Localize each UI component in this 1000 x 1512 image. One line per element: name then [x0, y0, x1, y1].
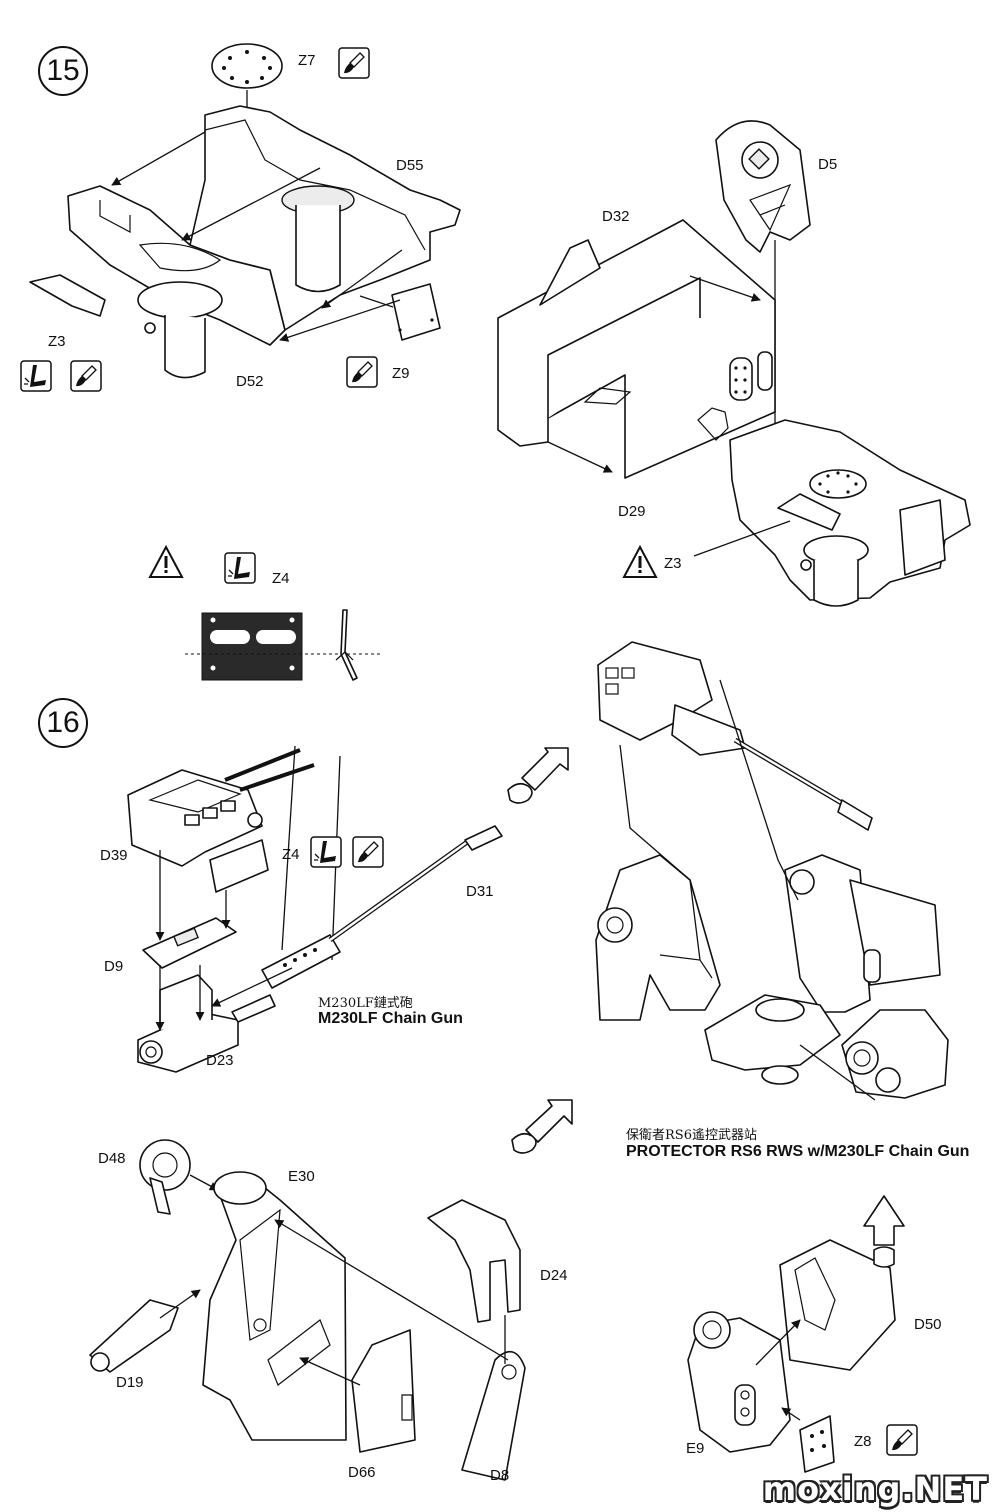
m230lf-gun-barrel: [211, 825, 503, 1023]
part-label: D39: [100, 847, 128, 864]
part-label: D23: [206, 1052, 234, 1069]
part-label: D9: [104, 958, 124, 975]
d32-box-assembly: [497, 120, 971, 607]
rws-caption: PROTECTOR RS6 RWS w/M230LF Chain Gun: [626, 1143, 970, 1160]
part-label: D29: [618, 503, 646, 520]
part-label: Z3: [664, 555, 682, 572]
gun-caption-chinese: M230LF鏈式砲: [318, 996, 413, 1011]
paint-brush-icon: [70, 360, 102, 392]
part-label: Z9: [392, 365, 410, 382]
step-number-16: 16: [38, 698, 88, 748]
part-label: Z3: [48, 333, 66, 350]
part-label: E9: [686, 1440, 705, 1457]
caution-icon: [622, 545, 658, 578]
bend-etch-icon: [224, 552, 256, 584]
part-label: Z8: [854, 1433, 872, 1450]
e30-cradle-group: [89, 1139, 526, 1481]
next-step-arrow-1: [507, 747, 569, 804]
part-label: D19: [116, 1374, 144, 1391]
step-number-15: 15: [38, 46, 88, 96]
part-label: Z4: [282, 846, 300, 863]
watermark: moxing.NET: [762, 1470, 988, 1508]
gun-caption: M230LF Chain Gun: [318, 1010, 463, 1027]
rws-caption-chinese: 保衛者RS6遙控武器站: [626, 1128, 757, 1143]
rws-completed-view: [595, 641, 949, 1101]
paint-brush-icon: [886, 1424, 918, 1456]
part-label: E30: [288, 1168, 315, 1185]
bend-etch-icon: [310, 836, 342, 868]
paint-brush-icon: [346, 356, 378, 388]
part-label: D8: [490, 1467, 510, 1484]
bend-etch-icon: [20, 360, 52, 392]
part-label: D48: [98, 1150, 126, 1167]
part-label: Z4: [272, 570, 290, 587]
part-label: D31: [466, 883, 494, 900]
caution-icon: [148, 545, 184, 578]
next-step-arrow-2: [511, 1099, 573, 1154]
part-label: Z7: [298, 52, 316, 69]
up-arrow-symbol: [863, 1195, 905, 1268]
part-label: D32: [602, 208, 630, 225]
d50-e9-sight-group: [687, 1239, 896, 1473]
d52-base-assembly: [29, 43, 461, 379]
part-label: D52: [236, 373, 264, 390]
part-label: D24: [540, 1267, 568, 1284]
part-label: D5: [818, 156, 838, 173]
part-label: D66: [348, 1464, 376, 1481]
d39-receiver-group: [127, 745, 341, 1073]
part-label: D55: [396, 157, 424, 174]
paint-brush-icon: [352, 836, 384, 868]
z4-bend-detail: [185, 609, 380, 681]
paint-brush-icon: [338, 47, 370, 79]
part-label: D50: [914, 1316, 942, 1333]
